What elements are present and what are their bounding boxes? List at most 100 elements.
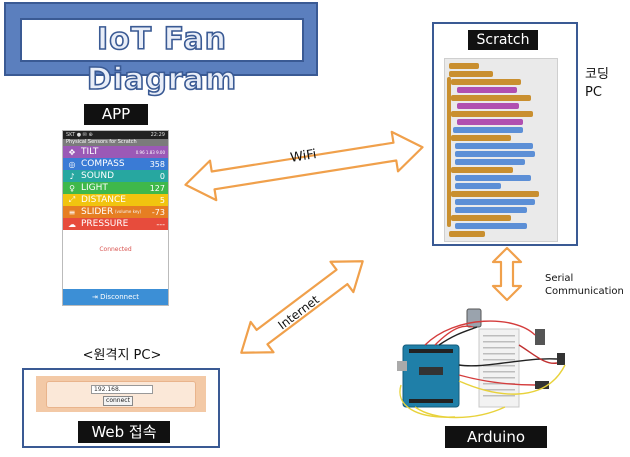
scratch-block — [455, 199, 535, 205]
sensor-name: SOUND — [81, 171, 115, 181]
scratch-block — [451, 111, 533, 117]
servo — [535, 381, 549, 389]
scratch-block — [455, 151, 535, 157]
wifi-label: WiFi — [289, 147, 317, 166]
scratch-block — [451, 167, 513, 173]
expand-icon: ⤢ — [68, 195, 76, 204]
sensor-name: SLIDER — [81, 207, 114, 217]
arduino-board — [402, 344, 460, 408]
sensor-value: 0 — [159, 171, 165, 181]
sensor-subtitle: (volume key) — [115, 209, 142, 214]
scratch-block — [451, 95, 531, 101]
app-label: APP — [84, 104, 148, 125]
sensor-name: LIGHT — [81, 183, 108, 193]
slider-icon: ≡ — [68, 207, 76, 217]
scratch-block — [451, 135, 511, 141]
sensor-row-slider: ≡ SLIDER(volume key) -73 — [63, 206, 168, 218]
scratch-code-screenshot — [444, 58, 558, 242]
web-access-box: 192.168. connect Web 접속 — [22, 368, 220, 448]
sensor-row-light: ♀ LIGHT 127 — [63, 182, 168, 194]
internet-arrow — [240, 260, 364, 354]
phone-status-bar: SKT ● ✉ ⊕ 22:29 — [63, 131, 168, 139]
diagram-title: IoT Fan Diagram — [86, 21, 238, 98]
web-access-label: Web 접속 — [78, 421, 170, 443]
arduino-circuit-image — [395, 305, 573, 423]
scratch-block — [455, 207, 527, 213]
scratch-block — [457, 103, 519, 109]
sensor-name: PRESSURE — [81, 219, 129, 229]
wires — [399, 320, 566, 419]
phone-app-screenshot: SKT ● ✉ ⊕ 22:29 Physical Sensors for Scr… — [62, 130, 169, 306]
title-banner: IoT Fan Diagram — [4, 2, 318, 98]
sensor-name: COMPASS — [81, 159, 125, 169]
ip-address-input[interactable]: 192.168. — [91, 385, 153, 394]
cloud-icon: ☁ — [68, 219, 76, 229]
sensor-value: 358 — [149, 159, 165, 169]
sensor-value: --- — [156, 219, 165, 229]
web-form: 192.168. connect — [46, 381, 196, 408]
usb-port — [397, 361, 407, 371]
move-icon: ✥ — [68, 147, 76, 157]
scratch-loop-bracket — [447, 77, 451, 227]
scratch-block — [457, 119, 523, 125]
scratch-block — [449, 231, 485, 237]
sensor-row-compass: ◎ COMPASS 358 — [63, 158, 168, 170]
scratch-block — [455, 143, 533, 149]
disconnect-button[interactable]: ⇥ Disconnect — [63, 289, 168, 305]
status-time: 22:29 — [150, 132, 165, 138]
connect-button[interactable]: connect — [103, 396, 133, 406]
sensor-name: TILT — [81, 147, 99, 157]
scratch-block — [455, 159, 525, 165]
coding-pc-line2: PC — [585, 85, 602, 100]
mic-icon: ♪ — [69, 171, 75, 181]
remote-pc-label: <원격지 PC> — [82, 348, 162, 363]
sensor-row-distance: ⤢ DISTANCE 5 — [63, 194, 168, 206]
scratch-block — [457, 87, 517, 93]
compass-icon: ◎ — [68, 159, 76, 169]
scratch-block — [449, 71, 493, 77]
arduino-header-top — [409, 349, 453, 353]
scratch-block — [451, 191, 539, 197]
scratch-block — [455, 223, 527, 229]
scratch-frame: Scratch — [432, 22, 578, 246]
arduino-header-bottom — [409, 399, 453, 403]
app-header: Physical Sensors for Scratch — [63, 139, 168, 146]
disconnect-icon: ⇥ — [92, 293, 101, 301]
sensor-row-pressure: ☁ PRESSURE --- — [63, 218, 168, 230]
scratch-block — [455, 183, 501, 189]
coding-pc-line1: 코딩 — [585, 67, 609, 82]
sensor-name: DISTANCE — [81, 195, 126, 205]
sensor-module — [535, 329, 545, 345]
scratch-block — [453, 127, 523, 133]
scratch-label: Scratch — [468, 30, 538, 50]
serial-line1: Serial — [545, 273, 574, 284]
wifi-arrow — [184, 130, 424, 202]
arduino-label: Arduino — [445, 426, 547, 448]
sensor-value: 127 — [149, 183, 165, 193]
scratch-block — [449, 63, 479, 69]
arduino-circuit-svg — [397, 308, 566, 419]
breadboard-holes — [483, 335, 515, 397]
bulb-icon: ♀ — [69, 183, 75, 193]
sensor-row-sound: ♪ SOUND 0 — [63, 170, 168, 182]
coding-pc-label: 코딩 PC — [585, 66, 625, 102]
arduino-chip — [419, 367, 443, 375]
sensor-row-tilt: ✥ TILT 0.96 1.83 9.00 — [63, 146, 168, 158]
scratch-block — [451, 79, 521, 85]
connection-status: Connected — [99, 246, 132, 253]
serial-arrow — [491, 246, 523, 302]
title-frame: IoT Fan Diagram — [20, 18, 304, 98]
web-panel: 192.168. connect — [36, 376, 206, 412]
sensor-list: ✥ TILT 0.96 1.83 9.00 ◎ COMPASS 358 ♪ SOUND 0 ♀ LI… — [63, 146, 168, 230]
sensor-value: 5 — [159, 195, 165, 205]
serial-communication-label: Serial Communication — [545, 272, 629, 298]
ultrasonic-sensor — [557, 353, 565, 365]
disconnect-label: Disconnect — [100, 293, 139, 301]
scratch-block — [455, 175, 531, 181]
sensor-value: -73 — [151, 207, 165, 217]
status-left: SKT ● ✉ ⊕ — [66, 132, 93, 138]
serial-line2: Communication — [545, 286, 624, 297]
sensor-value: 0.96 1.83 9.00 — [135, 149, 165, 155]
scratch-block — [451, 215, 511, 221]
